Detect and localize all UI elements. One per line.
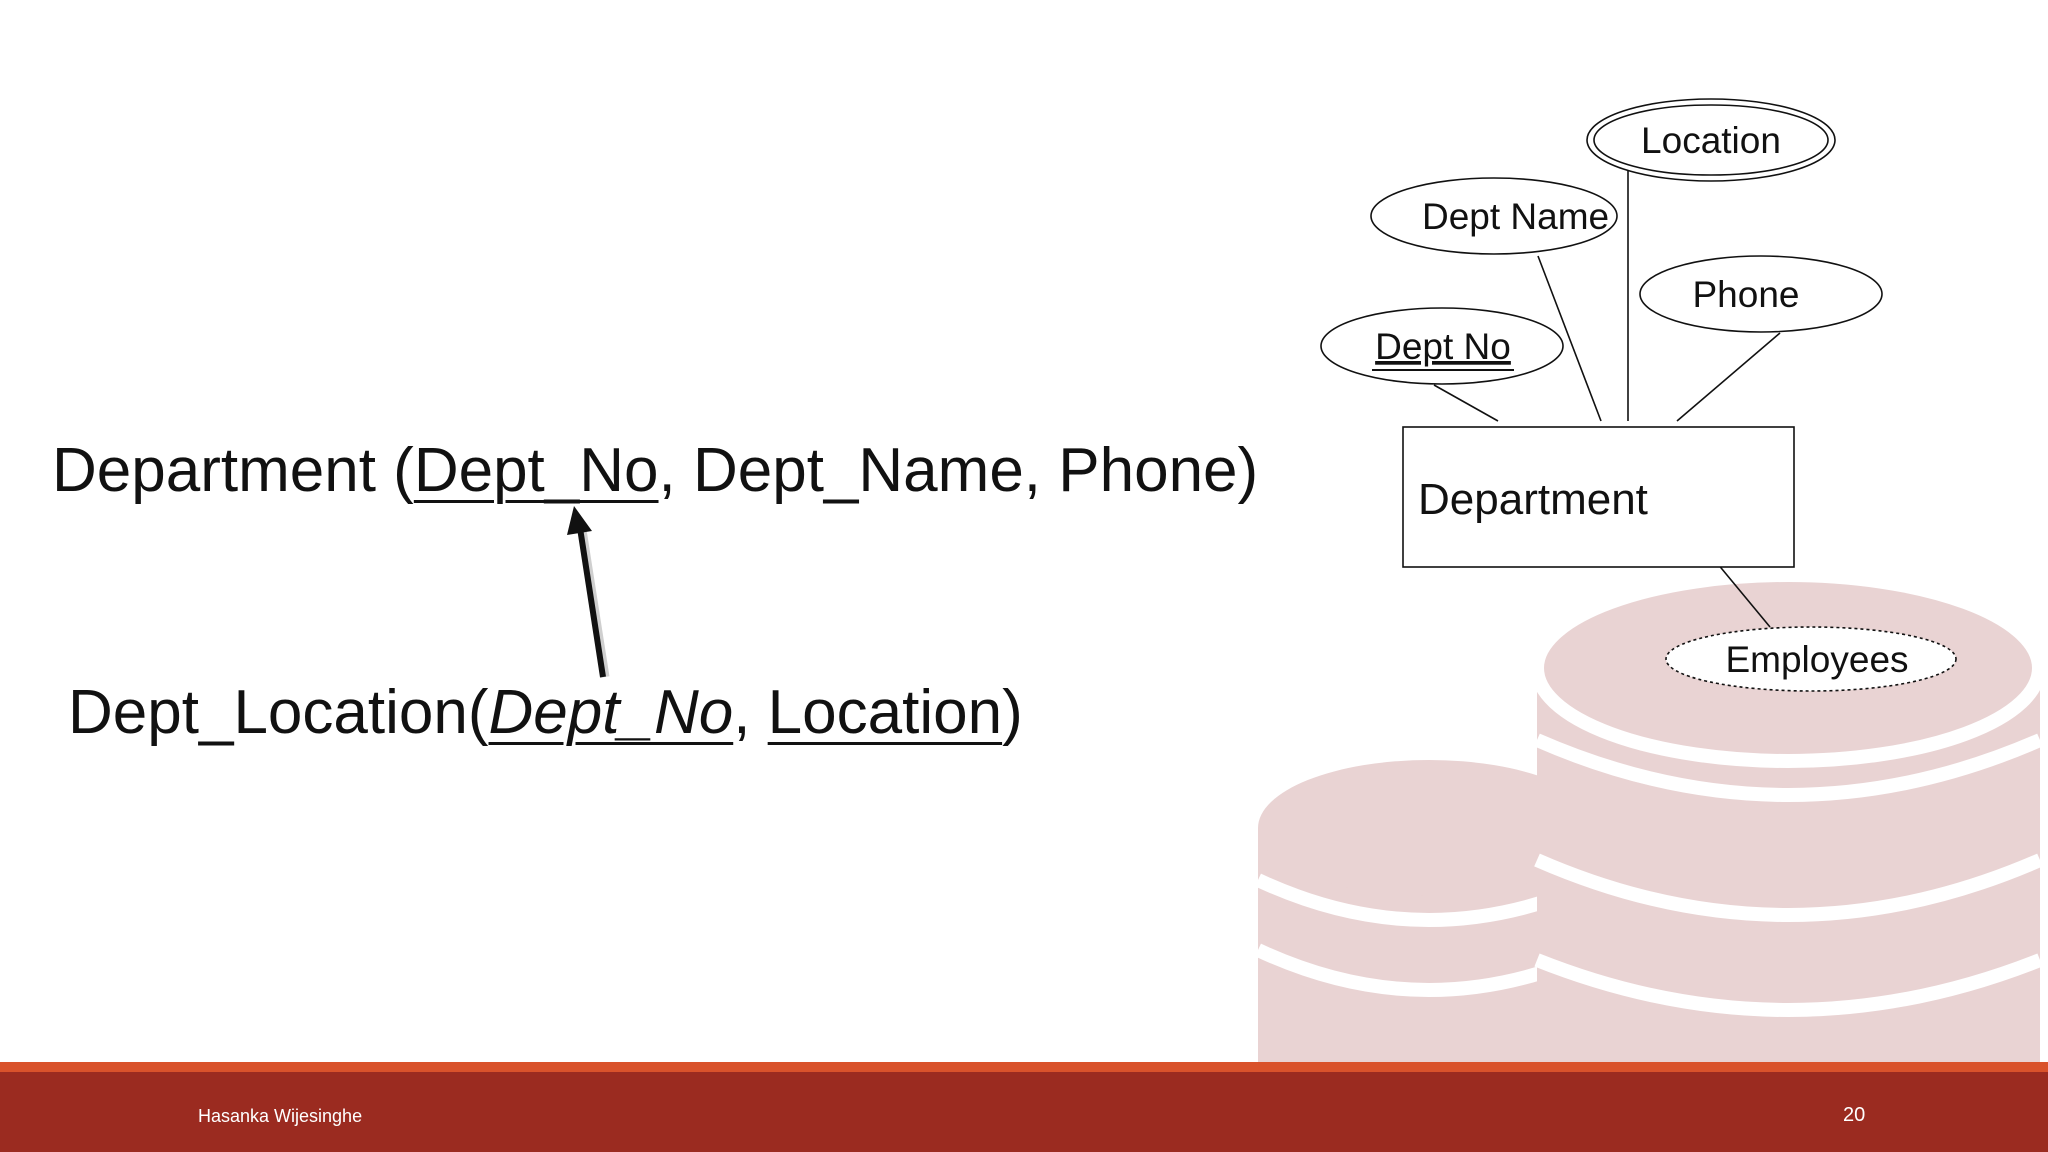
connector-dept-name — [1537, 255, 1602, 422]
attr-location-inner — [1593, 104, 1829, 176]
relation-department-pk: Dept_No — [413, 436, 659, 505]
relation-department: Department (Dept_No, Dept_Name, Phone) — [52, 440, 1258, 502]
attr-phone-label: Phone — [1693, 274, 1800, 315]
relation-department-rest: , Dept_Name, Phone — [658, 436, 1238, 505]
attr-dept-name — [1370, 177, 1618, 255]
attr-location-outer — [1586, 98, 1836, 182]
connector-phone — [1676, 332, 1781, 422]
footer-accent-line — [0, 1062, 2048, 1072]
relation-department-close: ) — [1237, 436, 1259, 505]
attr-phone — [1639, 255, 1883, 333]
entity-label: Department — [1418, 475, 1648, 524]
relation-dept-location-open: ( — [467, 678, 489, 747]
relation-dept-location: Dept_Location(Dept_No, Location) — [68, 682, 1023, 744]
relation-department-open: ( — [375, 436, 414, 505]
connector-dept-no — [1433, 384, 1499, 422]
relation-dept-location-sep: , — [733, 678, 768, 747]
attr-employees — [1665, 626, 1957, 692]
attr-location-label: Location — [1641, 120, 1781, 161]
attr-dept-name-label: Dept Name — [1422, 196, 1609, 237]
footer-bar — [0, 1064, 2048, 1152]
relation-dept-location-fk: Dept_No — [488, 678, 734, 747]
attr-dept-no — [1320, 307, 1564, 385]
foreign-key-arrow — [567, 506, 610, 678]
connector-employees — [1716, 562, 1771, 628]
attr-dept-no-label: Dept No — [1375, 326, 1511, 367]
relation-dept-location-name: Dept_Location — [68, 678, 468, 747]
relation-dept-location-close: ) — [1002, 678, 1023, 747]
relation-dept-location-pk: Location — [767, 678, 1003, 747]
entity-box — [1402, 426, 1795, 568]
relation-department-name: Department — [52, 436, 376, 505]
footer-author: Hasanka Wijesinghe — [198, 1106, 363, 1126]
page-number: 20 — [1843, 1104, 1866, 1126]
attr-employees-label: Employees — [1725, 639, 1908, 680]
